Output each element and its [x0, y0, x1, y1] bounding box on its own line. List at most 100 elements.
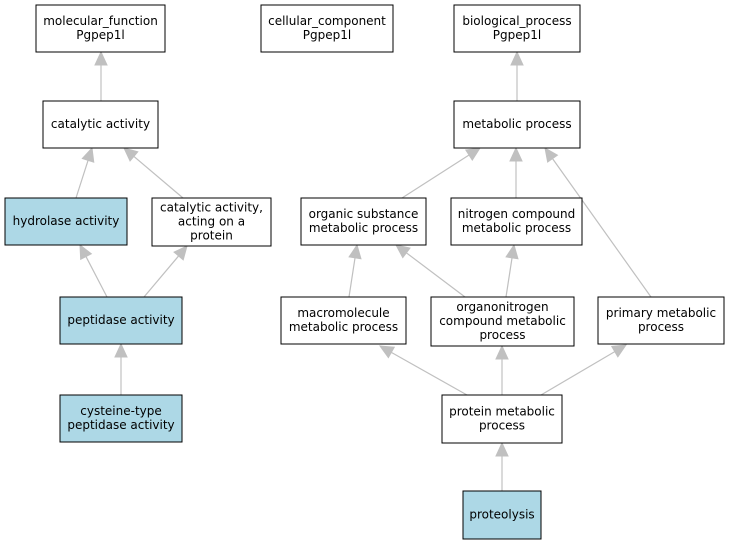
node-label-line: organic substance	[309, 207, 419, 221]
node-label-line: Pgpep1l	[76, 28, 124, 42]
node-label-line: cysteine-type	[80, 404, 162, 418]
edge-arrowhead	[495, 441, 509, 457]
node-label-line: hydrolase activity	[13, 214, 120, 228]
edge-line	[406, 252, 466, 298]
edge-line	[348, 257, 356, 298]
edge-arrowhead	[114, 342, 128, 358]
node-proteolysis[interactable]: proteolysis	[462, 490, 542, 540]
edge-organic-substance-to-metabolic-process	[401, 147, 482, 199]
edge-arrowhead	[610, 344, 628, 358]
edge-nitrogen-compound-to-metabolic-process	[509, 146, 523, 198]
edge-line	[552, 158, 652, 298]
node-label-line: biological_process	[462, 14, 571, 28]
node-label-line: process	[638, 320, 684, 334]
edge-arrowhead	[395, 244, 411, 259]
node-label-line: peptidase activity	[67, 313, 174, 327]
node-box	[151, 197, 272, 247]
edge-macromolecule-to-organic-substance	[348, 243, 362, 298]
node-box	[430, 296, 575, 347]
edge-metabolic-process-to-biological-process	[510, 50, 524, 101]
edge-line	[401, 154, 470, 199]
node-label-line: nitrogen compound	[458, 207, 576, 221]
edge-catalytic-activity-protein-to-catalytic-activity	[123, 147, 184, 199]
node-label-line: process	[479, 419, 525, 433]
edge-arrowhead	[505, 243, 519, 260]
node-label-line: Pgpep1l	[303, 28, 351, 42]
node-label-line: macromolecule	[297, 306, 389, 320]
node-box	[453, 100, 581, 149]
node-label-line: peptidase activity	[67, 418, 174, 432]
node-label-line: metabolic process	[309, 221, 418, 235]
edge-line	[391, 351, 468, 396]
node-catalytic-activity[interactable]: catalytic activity	[42, 100, 159, 149]
node-label-line: metabolic process	[289, 320, 398, 334]
edge-hydrolase-activity-to-catalytic-activity	[75, 146, 95, 199]
node-box	[59, 296, 183, 345]
edge-arrowhead	[79, 243, 93, 261]
node-label-line: primary metabolic	[606, 306, 716, 320]
edge-protein-metabolic-to-organonitrogen	[495, 344, 509, 395]
node-label-line: catalytic activity,	[160, 201, 263, 215]
node-box	[59, 394, 183, 443]
node-peptidase-activity[interactable]: peptidase activity	[59, 296, 183, 345]
node-label-line: organonitrogen	[456, 300, 548, 314]
node-hydrolase-activity[interactable]: hydrolase activity	[4, 197, 128, 246]
edge-organonitrogen-to-nitrogen-compound	[505, 243, 519, 298]
edge-arrowhead	[348, 243, 362, 260]
node-label-line: acting on a	[178, 215, 245, 229]
edge-protein-metabolic-to-macromolecule	[378, 345, 468, 396]
node-label-line: Pgpep1l	[493, 28, 541, 42]
node-label-line: molecular_function	[43, 14, 158, 28]
edge-catalytic-activity-to-molecular-function	[94, 50, 108, 101]
edge-line	[505, 257, 513, 298]
node-label-line: metabolic process	[462, 221, 571, 235]
edge-peptidase-activity-to-hydrolase-activity	[79, 243, 108, 298]
edge-line	[540, 351, 616, 396]
edge-primary-metabolic-to-metabolic-process	[544, 147, 652, 298]
node-box	[453, 4, 581, 53]
edge-proteolysis-to-protein-metabolic	[495, 441, 509, 491]
node-box	[260, 4, 394, 53]
node-box	[597, 296, 725, 345]
node-box	[280, 296, 407, 345]
edge-arrowhead	[495, 344, 509, 360]
edge-protein-metabolic-to-primary-metabolic	[540, 344, 628, 396]
node-box	[4, 197, 128, 246]
node-box	[35, 4, 166, 53]
nodes-layer: molecular_functionPgpep1lcellular_compon…	[4, 4, 725, 540]
node-label-line: proteolysis	[469, 508, 534, 522]
edge-line	[133, 155, 184, 199]
edge-cysteine-peptidase-to-peptidase-activity	[114, 342, 128, 395]
node-label-line: metabolic process	[462, 117, 571, 131]
edge-peptidase-activity-to-catalytic-activity-protein	[143, 245, 188, 298]
edge-line	[85, 256, 108, 298]
node-label-line: protein metabolic	[449, 405, 555, 419]
edge-arrowhead	[509, 146, 523, 162]
node-box	[300, 197, 427, 246]
edge-arrowhead	[378, 345, 396, 359]
edge-arrowhead	[510, 50, 524, 66]
node-box	[42, 100, 159, 149]
node-label-line: compound metabolic	[439, 314, 566, 328]
node-box	[450, 197, 583, 246]
edge-arrowhead	[544, 147, 559, 163]
node-label-line: cellular_component	[268, 14, 386, 28]
edge-arrowhead	[464, 147, 482, 161]
node-box	[462, 490, 542, 540]
edges-layer	[75, 50, 652, 491]
node-metabolic-process[interactable]: metabolic process	[453, 100, 581, 149]
edge-organonitrogen-to-organic-substance	[395, 244, 466, 298]
edge-line	[75, 160, 89, 199]
edge-arrowhead	[173, 245, 188, 261]
